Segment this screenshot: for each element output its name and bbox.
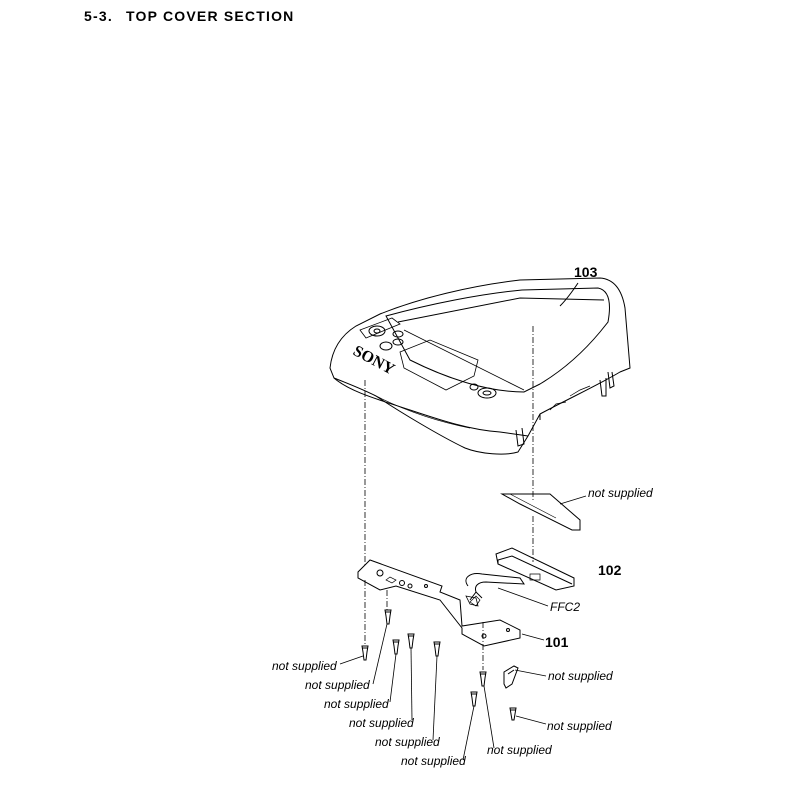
callout-not-supplied: not supplied	[548, 669, 613, 683]
callout-not-supplied: not supplied	[305, 678, 370, 692]
screws	[362, 610, 518, 720]
leader-101	[522, 634, 544, 640]
section-number: 5-3.	[84, 8, 113, 24]
part-ref-101: 101	[545, 634, 569, 650]
leader-103	[560, 283, 578, 306]
screw	[510, 708, 516, 720]
callout-not-supplied: not supplied	[324, 697, 389, 711]
screw	[434, 642, 440, 656]
callout-not-supplied: not supplied	[375, 735, 440, 749]
callout-leaders	[340, 496, 586, 760]
callout-not-supplied: not supplied	[487, 743, 552, 757]
callout-not-supplied: not supplied	[272, 659, 337, 673]
screw	[393, 640, 399, 654]
clip-part	[504, 666, 518, 688]
part-ref-103: 103	[574, 264, 598, 280]
callout-not-supplied: not supplied	[588, 486, 653, 500]
ffc2-label: FFC2	[550, 600, 580, 614]
screw	[362, 646, 368, 660]
screw	[471, 692, 477, 706]
screw	[408, 634, 414, 648]
callout-not-supplied: not supplied	[401, 754, 466, 768]
ffc2-cable	[466, 574, 524, 606]
callout-not-supplied: not supplied	[349, 716, 414, 730]
board-102	[496, 548, 574, 590]
leader-ffc2	[498, 588, 548, 606]
board-101	[358, 560, 520, 646]
top-cover	[330, 278, 630, 454]
screw	[480, 672, 486, 686]
part-ref-102: 102	[598, 562, 622, 578]
callout-not-supplied: not supplied	[547, 719, 612, 733]
screw	[385, 610, 391, 624]
section-heading: 5-3. TOP COVER SECTION	[84, 8, 294, 24]
section-title: TOP COVER SECTION	[126, 8, 295, 24]
adhesive-sheet	[502, 494, 580, 530]
